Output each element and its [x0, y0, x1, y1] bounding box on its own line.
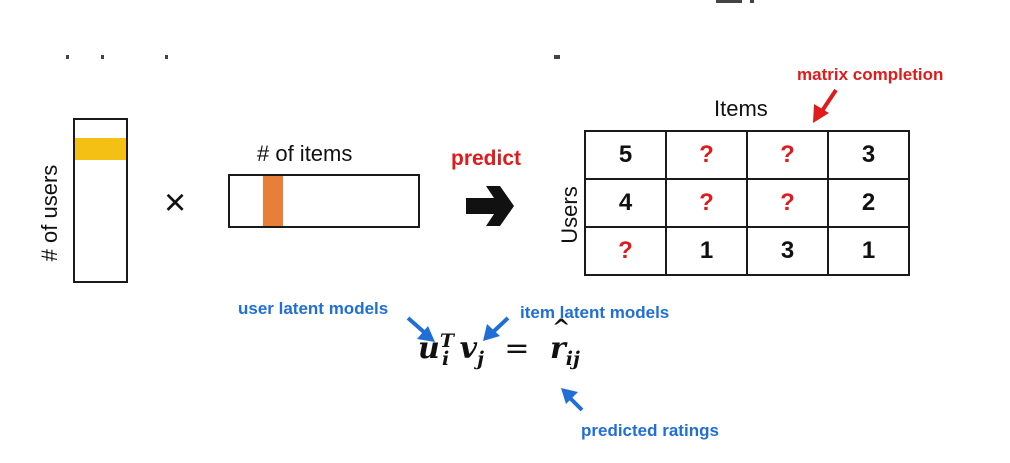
matrix-completion-label: matrix completion [797, 65, 944, 84]
item-vector-highlight [263, 176, 283, 226]
item-latent-label: item latent models [520, 303, 670, 322]
matrix-cell: ? [665, 130, 748, 180]
matrix-cell: ? [665, 178, 748, 228]
clipped-text-remnant [66, 55, 566, 61]
user-latent-arrow-icon [406, 316, 435, 342]
matrix-cell: 4 [584, 178, 667, 228]
matrix-row: 5??3 [584, 130, 910, 180]
user-latent-label: user latent models [238, 299, 389, 318]
item-vector [228, 174, 420, 228]
formula-u-sub: i [441, 348, 450, 370]
formula-r-hat: ^r [549, 315, 570, 366]
matrix-cell: ? [584, 226, 667, 276]
formula-r: r [549, 331, 566, 366]
matrix-cell: 3 [746, 226, 829, 276]
formula-hat: ^ [551, 315, 571, 341]
formula-v: v [459, 331, 478, 366]
formula-u-sup: T [439, 330, 454, 352]
user-vector [73, 118, 128, 283]
predict-label: predict [451, 147, 522, 170]
matrix-cell: 1 [827, 226, 910, 276]
predicted-ratings-label: predicted ratings [581, 421, 719, 440]
matrix-cell: 2 [827, 178, 910, 228]
matrix-cell: ? [746, 178, 829, 228]
matrix-cell: ? [746, 130, 829, 180]
item-latent-arrow-icon [483, 316, 510, 341]
item-vector-label: # of items [257, 141, 353, 166]
formula-r-sub: ij [565, 348, 580, 370]
matrix-items-title: Items [714, 96, 768, 121]
matrix-row: 4??2 [584, 178, 910, 228]
formula-equals: = [504, 331, 530, 366]
formula-v-sub: j [477, 348, 484, 370]
matrix-cell: 1 [665, 226, 748, 276]
user-vector-highlight [75, 138, 126, 160]
predict-arrow-icon [466, 186, 514, 226]
prediction-formula: uTi vj = ^rij [418, 315, 580, 370]
matrix-cell: 5 [584, 130, 667, 180]
matrix-completion-arrow-icon [813, 88, 838, 123]
clipped-text-remnant-top [716, 0, 756, 4]
matrix-cell: 3 [827, 130, 910, 180]
multiply-sign: × [164, 182, 187, 224]
predicted-ratings-arrow-icon [561, 388, 584, 412]
